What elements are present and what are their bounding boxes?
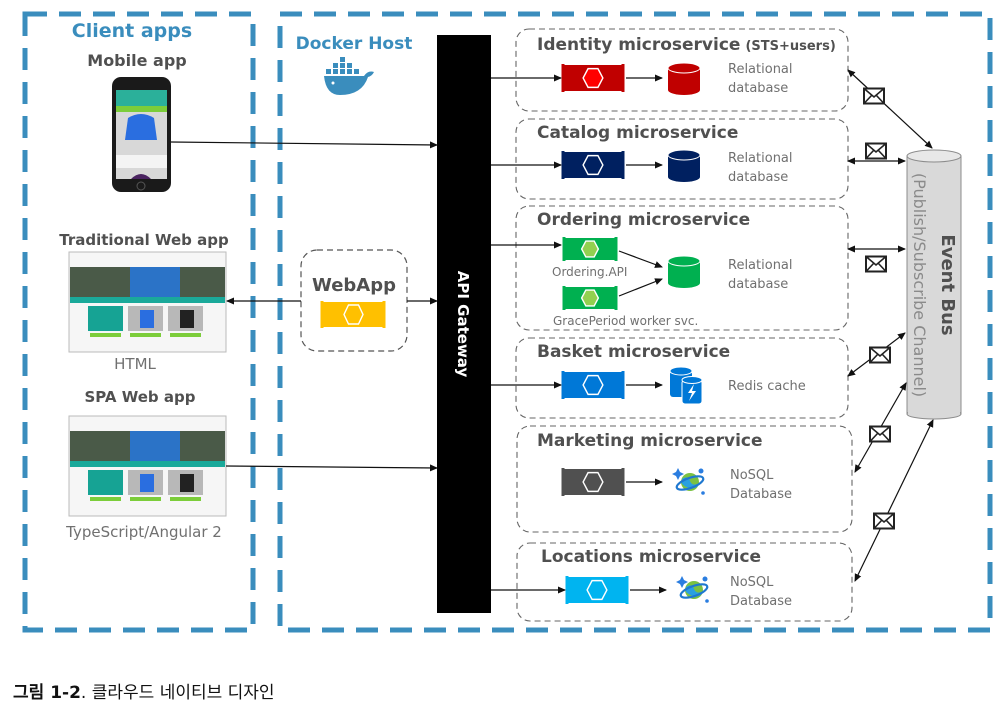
store-label-line1: NoSQL	[730, 468, 774, 483]
nosql-database-icon	[676, 576, 709, 603]
event-bus-subtitle: (Publish/Subscribe Channel)	[910, 173, 929, 397]
mobile-to-gateway-connector	[170, 141, 438, 149]
store-label-line1: Relational	[728, 258, 793, 273]
mobile-app-title: Mobile app	[87, 51, 186, 70]
microservice-container-icon	[561, 64, 625, 92]
microservice-container-icon	[561, 151, 625, 179]
graceperiod-worker-container-icon	[562, 286, 618, 310]
webapp-container-icon	[320, 301, 386, 328]
figure-caption: 그림 1-2. 클라우드 네이티브 디자인	[13, 678, 275, 703]
envelope-icon	[865, 255, 887, 273]
event-bus-connector	[847, 69, 933, 149]
spa-web-app-screenshot	[68, 415, 227, 517]
relational-database-icon	[667, 149, 701, 182]
traditional-web-app-title: Traditional Web app	[59, 231, 229, 249]
worker-to-db-connector	[618, 278, 663, 297]
microservice-title: Catalog microservice	[537, 123, 738, 143]
ordering-api-label: Ordering.API	[552, 265, 627, 279]
envelope-icon	[869, 346, 891, 364]
envelope-icon	[869, 425, 891, 443]
figure-caption-text: . 클라우드 네이티브 디자인	[80, 683, 275, 703]
event-bus	[906, 149, 962, 420]
ordering-database-icon	[667, 255, 701, 288]
redis-cache-icon	[669, 366, 703, 405]
microservice-container-icon	[561, 468, 625, 496]
envelope-icon	[873, 512, 895, 530]
store-label-line2: database	[728, 277, 788, 292]
event-bus-title: Event Bus	[937, 234, 958, 335]
webapp-box	[300, 249, 408, 352]
store-label-line2: Database	[730, 487, 792, 502]
store-label-line2: Database	[730, 594, 792, 609]
envelope-icon	[865, 142, 887, 160]
api-gateway	[437, 35, 491, 613]
ordering-api-to-db-connector	[618, 250, 663, 268]
webapp-title: WebApp	[312, 275, 396, 296]
store-label-line1: NoSQL	[730, 575, 774, 590]
docker-whale-icon	[324, 57, 374, 95]
store-label-line2: database	[728, 81, 788, 96]
figure-caption-label: 그림 1-2	[13, 683, 81, 703]
client-apps-frame	[22, 11, 256, 633]
client-apps-title: Client apps	[72, 20, 192, 42]
microservice-title: Marketing microservice	[537, 431, 763, 451]
event-bus-connector	[854, 419, 934, 582]
microservice-container-icon	[561, 371, 625, 399]
store-label-line1: Relational	[728, 151, 793, 166]
envelope-icon	[863, 87, 885, 105]
spa-to-gateway-connector	[225, 464, 438, 472]
store-label-line1: Relational	[728, 62, 793, 77]
microservice-title: Ordering microservice	[537, 210, 750, 230]
mobile-app-screenshot	[112, 77, 171, 192]
graceperiod-worker-label: GracePeriod worker svc.	[553, 314, 698, 328]
store-label-line2: database	[728, 170, 788, 185]
ordering-api-container-icon	[562, 237, 618, 261]
relational-database-icon	[667, 62, 701, 95]
docker-host-title: Docker Host	[296, 34, 413, 54]
store-label-line1: Redis cache	[728, 379, 806, 394]
microservice-title-suffix: (STS+users)	[745, 39, 835, 54]
traditional-web-app-screenshot	[68, 251, 227, 353]
docker-host-frame	[277, 11, 993, 633]
traditional-web-app-subtitle: HTML	[114, 355, 156, 373]
microservice-container-icon	[565, 576, 629, 604]
nosql-database-icon	[672, 468, 705, 495]
spa-web-app-title: SPA Web app	[85, 388, 196, 406]
api-gateway-label: API Gateway	[454, 271, 472, 378]
spa-web-app-subtitle: TypeScript/Angular 2	[65, 523, 222, 541]
microservice-title: Identity microservice(STS+users)	[537, 35, 836, 55]
microservice-title: Locations microservice	[541, 547, 761, 567]
microservice-title: Basket microservice	[537, 342, 730, 362]
microservice-identity: Identity microservice(STS+users) Relation…	[491, 28, 849, 112]
